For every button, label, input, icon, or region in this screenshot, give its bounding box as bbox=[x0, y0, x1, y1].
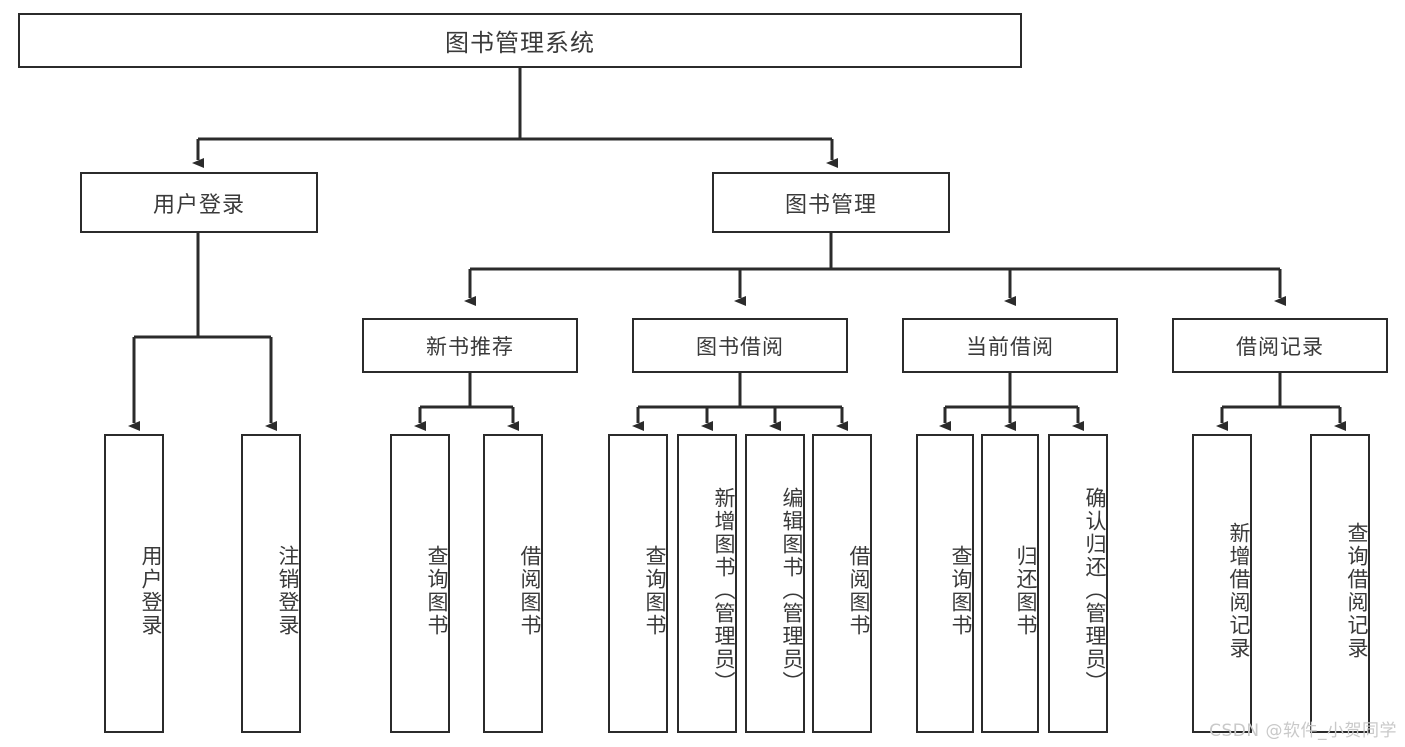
node-user-login[interactable]: 用户登录 bbox=[80, 172, 318, 233]
node-new-book-recommend[interactable]: 新书推荐 bbox=[362, 318, 578, 373]
leaf-label: 用户登录 bbox=[139, 544, 163, 637]
leaf-current-borrow-query[interactable]: 查询图书 bbox=[916, 434, 974, 733]
leaf-label: 注销登录 bbox=[276, 544, 300, 637]
node-root[interactable]: 图书管理系统 bbox=[18, 13, 1022, 68]
leaf-label: 确认归还（管理员） bbox=[1083, 487, 1107, 694]
node-root-label: 图书管理系统 bbox=[445, 29, 595, 57]
node-borrow-record-label: 借阅记录 bbox=[1236, 334, 1324, 359]
leaf-user-login-signout[interactable]: 注销登录 bbox=[241, 434, 301, 733]
node-book-management-label: 图书管理 bbox=[784, 192, 877, 218]
leaf-borrow-record-add[interactable]: 新增借阅记录 bbox=[1192, 434, 1252, 733]
leaf-label: 查询图书 bbox=[949, 544, 973, 637]
leaf-book-borrow-edit[interactable]: 编辑图书（管理员） bbox=[745, 434, 805, 733]
leaf-label: 新增借阅记录 bbox=[1227, 521, 1251, 660]
node-new-book-recommend-label: 新书推荐 bbox=[426, 334, 514, 359]
leaf-book-borrow-add[interactable]: 新增图书（管理员） bbox=[677, 434, 737, 733]
leaf-user-login-signin[interactable]: 用户登录 bbox=[104, 434, 164, 733]
leaf-label: 新增图书（管理员） bbox=[712, 487, 736, 694]
leaf-label: 借阅图书 bbox=[518, 544, 542, 637]
leaf-label: 借阅图书 bbox=[847, 544, 871, 637]
leaf-borrow-record-query[interactable]: 查询借阅记录 bbox=[1310, 434, 1370, 733]
node-user-login-label: 用户登录 bbox=[152, 192, 245, 218]
leaf-book-borrow-borrow[interactable]: 借阅图书 bbox=[812, 434, 872, 733]
leaf-label: 查询借阅记录 bbox=[1345, 521, 1369, 660]
leaf-new-book-query[interactable]: 查询图书 bbox=[390, 434, 450, 733]
leaf-label: 查询图书 bbox=[643, 544, 667, 637]
node-borrow-record[interactable]: 借阅记录 bbox=[1172, 318, 1388, 373]
leaf-label: 编辑图书（管理员） bbox=[780, 487, 804, 694]
node-current-borrow-label: 当前借阅 bbox=[966, 334, 1054, 359]
leaf-current-borrow-return[interactable]: 归还图书 bbox=[981, 434, 1039, 733]
node-book-management[interactable]: 图书管理 bbox=[712, 172, 950, 233]
leaf-book-borrow-query[interactable]: 查询图书 bbox=[608, 434, 668, 733]
leaf-current-borrow-confirm-return[interactable]: 确认归还（管理员） bbox=[1048, 434, 1108, 733]
leaf-label: 归还图书 bbox=[1014, 544, 1038, 637]
leaf-label: 查询图书 bbox=[425, 544, 449, 637]
watermark: CSDN @软件_小贺同学 bbox=[1209, 721, 1397, 741]
node-book-borrow-label: 图书借阅 bbox=[696, 334, 784, 359]
node-book-borrow[interactable]: 图书借阅 bbox=[632, 318, 848, 373]
leaf-new-book-borrow[interactable]: 借阅图书 bbox=[483, 434, 543, 733]
node-current-borrow[interactable]: 当前借阅 bbox=[902, 318, 1118, 373]
